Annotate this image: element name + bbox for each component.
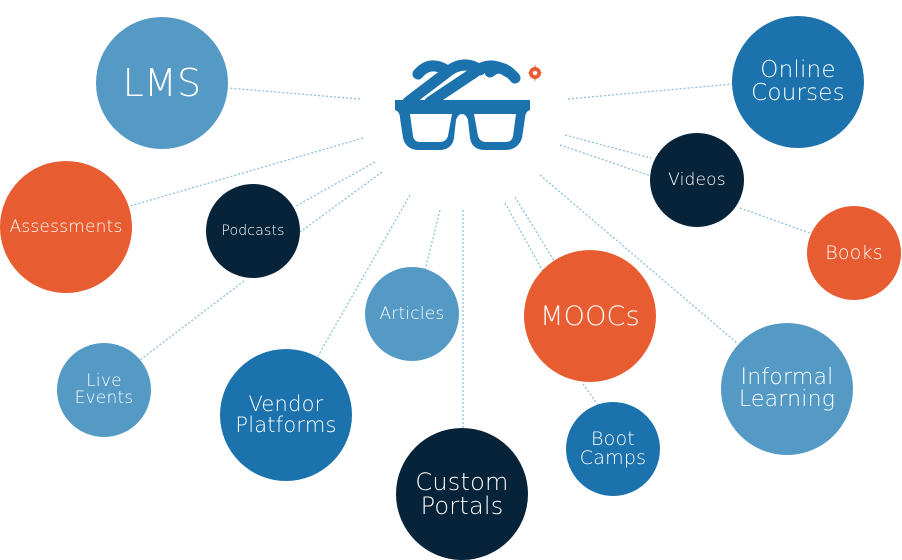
connector-line-center-moocs <box>514 196 557 265</box>
connector-line-center-vendor-platforms <box>317 194 411 357</box>
connector-line-center-videos <box>564 134 652 159</box>
glasses-lenses <box>410 114 516 142</box>
connector-line-center-videos <box>559 144 652 177</box>
glasses-icon <box>395 59 543 150</box>
connector-line-videos-books <box>739 207 811 234</box>
node-label: Podcasts <box>221 223 285 239</box>
node-boot-camps[interactable]: Boot Camps <box>566 402 660 496</box>
node-label: Videos <box>668 169 726 190</box>
node-label: Informal Learning <box>738 365 836 412</box>
node-vendor-platforms[interactable]: Vendor Platforms <box>220 349 352 481</box>
node-label: Articles <box>379 303 445 324</box>
node-label: LMS <box>122 61 202 105</box>
node-online-courses[interactable]: Online Courses <box>732 16 864 148</box>
node-lms[interactable]: LMS <box>96 17 228 149</box>
connector-line-center-articles <box>424 209 441 271</box>
node-live-events[interactable]: Live Events <box>57 343 151 437</box>
node-label: Assessments <box>9 216 123 237</box>
node-label: Online Courses <box>751 57 845 106</box>
connector-line-podcasts-live-events <box>139 280 245 361</box>
node-custom-portals[interactable]: Custom Portals <box>396 428 528 560</box>
node-label: Boot Camps <box>579 428 647 469</box>
connector-line-center-podcasts <box>295 161 376 207</box>
node-moocs[interactable]: MOOCs <box>524 250 656 382</box>
connector-line-center-online-courses <box>567 83 734 100</box>
connector-line-moocs-boot-camps <box>582 383 599 406</box>
node-label: Live Events <box>74 371 134 408</box>
connector-line-center-lms <box>227 87 361 100</box>
glasses-temples <box>402 59 521 108</box>
node-label: Vendor Platforms <box>235 392 337 437</box>
node-articles[interactable]: Articles <box>365 267 459 361</box>
node-informal-learning[interactable]: Informal Learning <box>721 323 853 455</box>
node-videos[interactable]: Videos <box>650 133 744 227</box>
connector-line-center-informal-learning <box>539 174 738 344</box>
node-assessments[interactable]: Assessments <box>0 161 132 293</box>
sparkle-center <box>532 70 538 76</box>
connector-line-center-moocs <box>504 202 546 276</box>
node-books[interactable]: Books <box>807 206 901 300</box>
node-podcasts[interactable]: Podcasts <box>206 184 300 278</box>
connector-line-center-podcasts <box>299 171 383 233</box>
node-label: Custom Portals <box>415 468 509 520</box>
connector-line-center-assessments <box>129 137 364 207</box>
node-label: MOOCs <box>540 300 640 332</box>
node-label: Books <box>825 241 883 264</box>
